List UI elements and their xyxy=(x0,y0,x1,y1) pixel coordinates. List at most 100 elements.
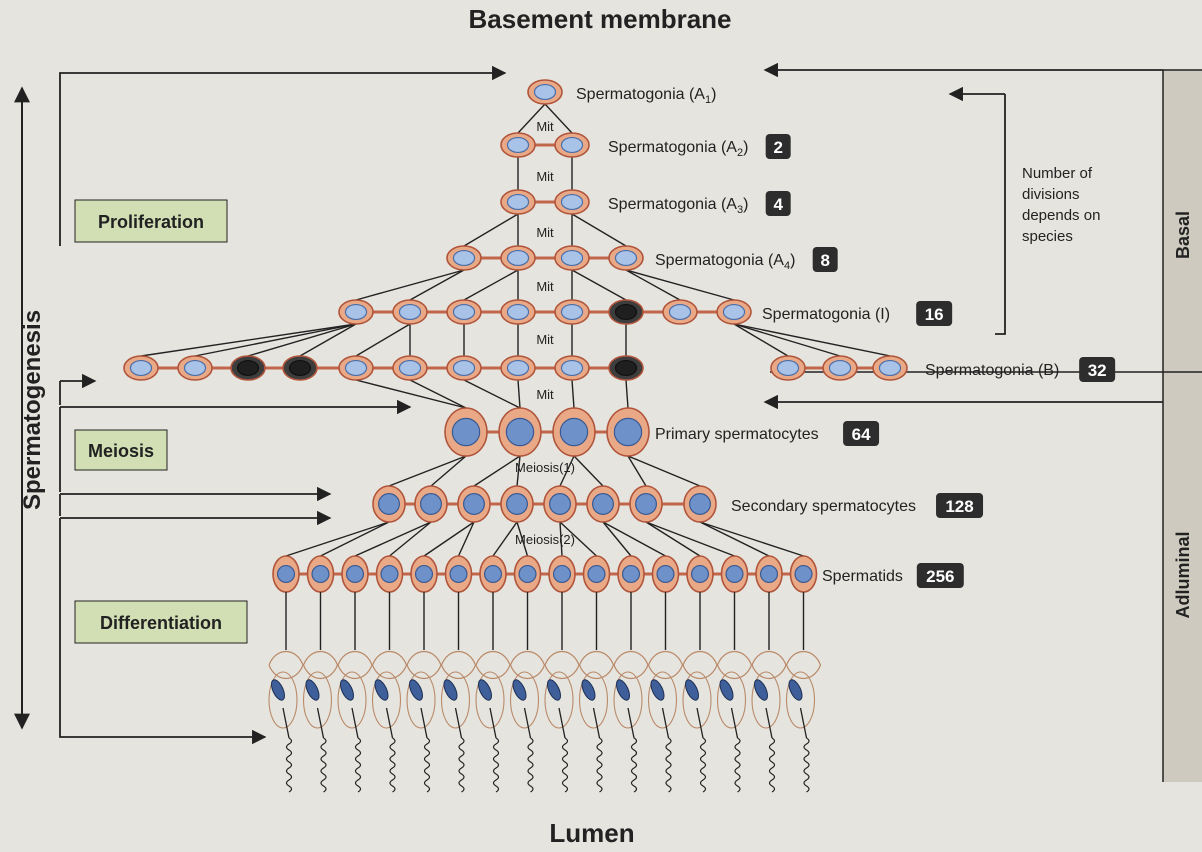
count-badge-8: 256 xyxy=(917,563,964,588)
cell-row-4-1 xyxy=(393,300,427,324)
svg-text:128: 128 xyxy=(945,497,973,516)
cell-row-7-7 xyxy=(684,486,716,522)
cell-row-3-3 xyxy=(609,246,643,270)
cell-row-1-1 xyxy=(555,133,589,157)
cell-row-8-7 xyxy=(515,556,541,592)
cell-row-8-12 xyxy=(687,556,713,592)
sperm-head-9 xyxy=(579,678,597,702)
cell-row-5-8 xyxy=(555,356,589,380)
differentiation-label: Differentiation xyxy=(100,613,222,633)
cell-row-8-10 xyxy=(618,556,644,592)
cell-row-3-1 xyxy=(501,246,535,270)
cell-row-4-2 xyxy=(447,300,481,324)
stage-label-4: Spermatogonia (I) xyxy=(762,306,890,323)
cell-row-4-5 xyxy=(609,300,643,324)
stage-label-0: Spermatogonia (A1) xyxy=(576,86,716,106)
mit-label-2: Mit xyxy=(536,169,554,184)
cell-row-5-7 xyxy=(501,356,535,380)
mit-label-3: Mit xyxy=(536,225,554,240)
sperm-head-0 xyxy=(269,678,287,702)
cell-row-8-13 xyxy=(722,556,748,592)
stage-label-8: Spermatids xyxy=(822,568,903,585)
cell-row-5-1 xyxy=(178,356,212,380)
sperm-head-3 xyxy=(372,678,390,702)
cell-row-8-4 xyxy=(411,556,437,592)
mit-label-6: Mit xyxy=(536,387,554,402)
note-line-4: species xyxy=(1022,228,1073,245)
cell-row-4-4 xyxy=(555,300,589,324)
svg-text:64: 64 xyxy=(852,425,871,444)
basement-membrane-title: Basement membrane xyxy=(469,4,732,34)
spermatogenesis-label: Spermatogenesis xyxy=(19,310,46,510)
note-line-3: depends on xyxy=(1022,207,1100,224)
sperm-tails xyxy=(269,592,821,792)
stage-label-2: Spermatogonia (A3) xyxy=(608,196,748,216)
cell-row-4-3 xyxy=(501,300,535,324)
cell-row-5-9 xyxy=(609,356,643,380)
meiosis-2-label: Meiosis(2) xyxy=(515,532,575,547)
basal-label: Basal xyxy=(1173,211,1193,259)
cell-row-8-2 xyxy=(342,556,368,592)
svg-text:16: 16 xyxy=(925,305,944,324)
svg-text:256: 256 xyxy=(926,567,954,586)
sperm-head-12 xyxy=(683,678,701,702)
sperm-head-15 xyxy=(786,678,804,702)
cell-row-5-12 xyxy=(873,356,907,380)
cell-row-5-4 xyxy=(339,356,373,380)
sperm-head-4 xyxy=(407,678,425,702)
cell-row-5-5 xyxy=(393,356,427,380)
sperm-head-13 xyxy=(717,678,735,702)
cell-row-8-0 xyxy=(273,556,299,592)
count-badge-1: 2 xyxy=(766,134,791,159)
lumen-title: Lumen xyxy=(549,818,634,848)
cell-row-8-8 xyxy=(549,556,575,592)
cell-row-7-3 xyxy=(501,486,533,522)
note-line-2: divisions xyxy=(1022,186,1080,203)
cell-row-2-1 xyxy=(555,190,589,214)
cell-row-6-1 xyxy=(499,408,541,456)
count-badge-5: 32 xyxy=(1079,357,1115,382)
note-line-1: Number of xyxy=(1022,165,1093,182)
cell-row-4-7 xyxy=(717,300,751,324)
cell-row-3-2 xyxy=(555,246,589,270)
mit-label-1: Mit xyxy=(536,119,554,134)
cell-row-8-6 xyxy=(480,556,506,592)
cell-row-8-15 xyxy=(791,556,817,592)
cell-row-5-2 xyxy=(231,356,265,380)
cell-row-7-5 xyxy=(587,486,619,522)
cell-row-8-1 xyxy=(308,556,334,592)
svg-text:32: 32 xyxy=(1088,361,1107,380)
svg-text:8: 8 xyxy=(820,251,829,270)
sperm-head-1 xyxy=(303,678,321,702)
adluminal-label: Adluminal xyxy=(1173,531,1193,618)
meiosis-1-label: Meiosis(1) xyxy=(515,460,575,475)
meiosis-label: Meiosis xyxy=(88,441,154,461)
cell-row-5-6 xyxy=(447,356,481,380)
stage-label-5: Spermatogonia (B) xyxy=(925,362,1059,379)
sperm-head-11 xyxy=(648,678,666,702)
proliferation-label: Proliferation xyxy=(98,212,204,232)
cell-row-7-4 xyxy=(544,486,576,522)
cell-row-7-6 xyxy=(630,486,662,522)
sperm-head-14 xyxy=(752,678,770,702)
cell-row-0-0 xyxy=(528,80,562,104)
cell-row-8-14 xyxy=(756,556,782,592)
cell-row-7-0 xyxy=(373,486,405,522)
cell-row-6-2 xyxy=(553,408,595,456)
sperm-head-8 xyxy=(545,678,563,702)
stage-label-7: Secondary spermatocytes xyxy=(731,498,916,515)
cell-row-1-0 xyxy=(501,133,535,157)
cell-row-5-11 xyxy=(823,356,857,380)
cell-row-3-0 xyxy=(447,246,481,270)
cell-row-8-3 xyxy=(377,556,403,592)
cell-row-5-10 xyxy=(771,356,805,380)
sperm-head-6 xyxy=(476,678,494,702)
sperm-head-2 xyxy=(338,678,356,702)
cell-row-8-9 xyxy=(584,556,610,592)
stage-label-1: Spermatogonia (A2) xyxy=(608,139,748,159)
stage-label-6: Primary spermatocytes xyxy=(655,426,819,443)
cell-row-5-0 xyxy=(124,356,158,380)
mit-label-4: Mit xyxy=(536,279,554,294)
svg-text:2: 2 xyxy=(773,138,782,157)
